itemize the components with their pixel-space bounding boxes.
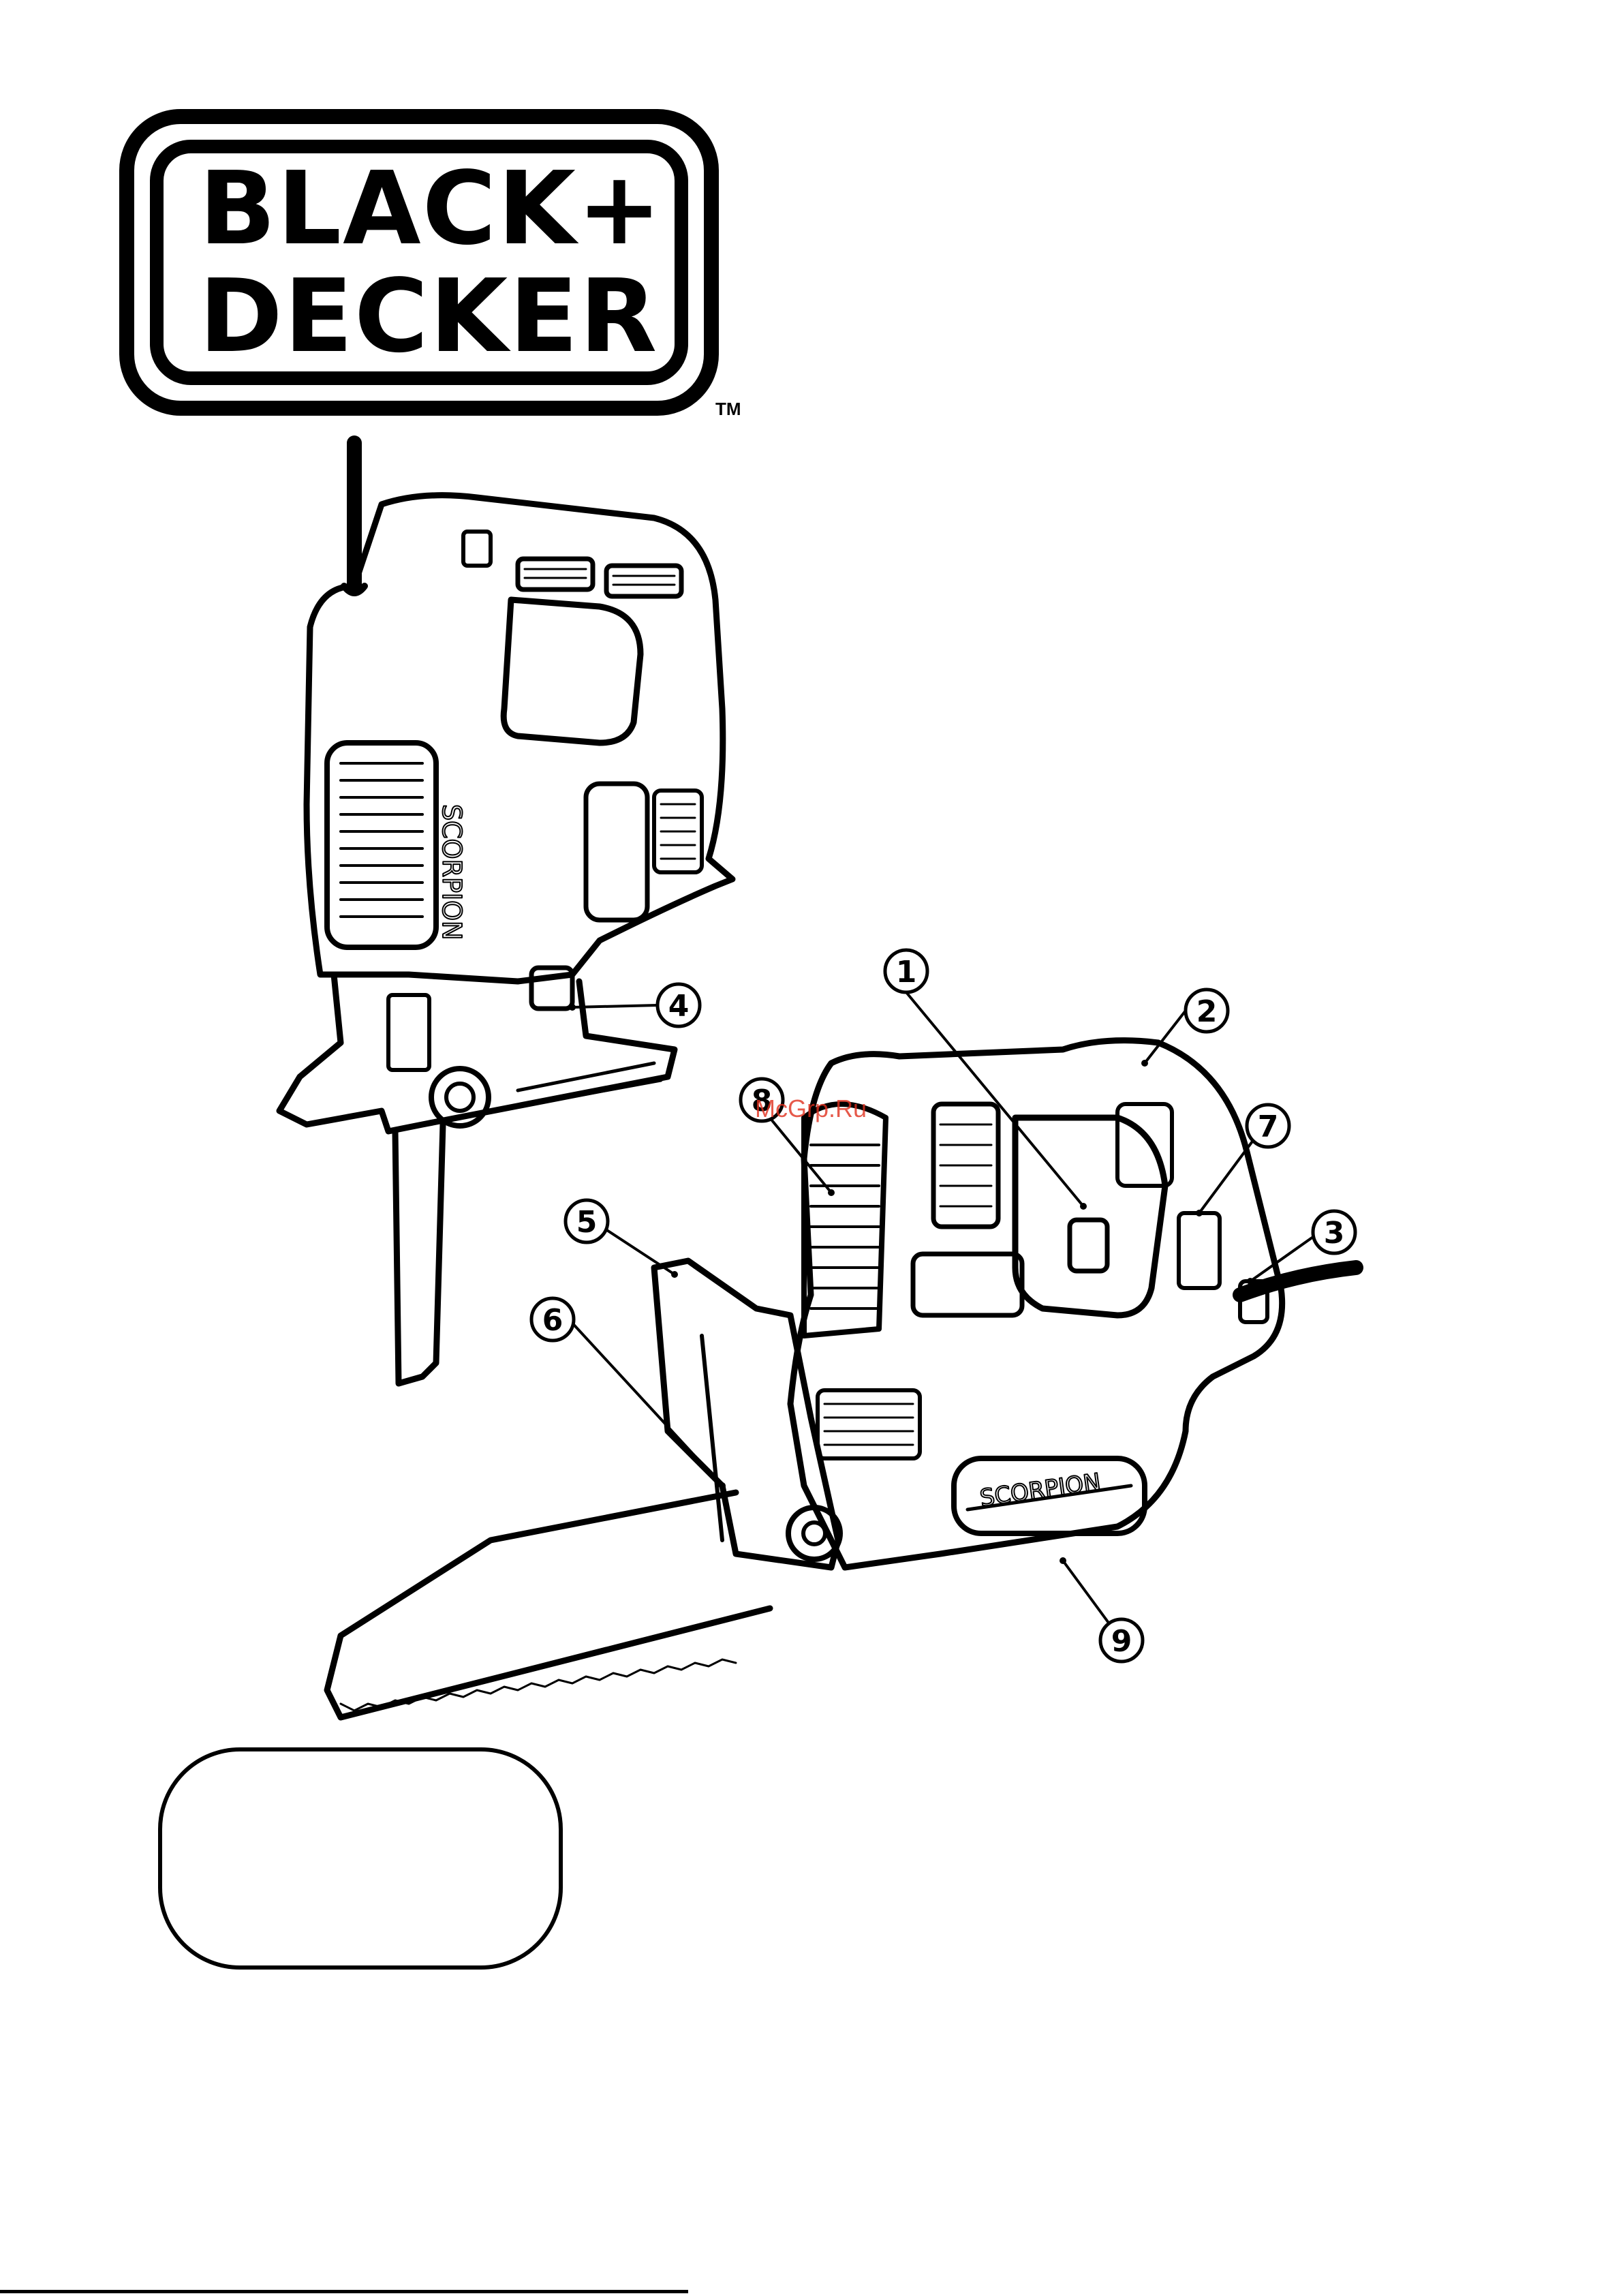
jigsaw-drawing [279, 443, 732, 1383]
callout-5-label: 5 [576, 1205, 598, 1240]
blank-label-box [158, 1747, 563, 1970]
callout-3-label: 3 [1324, 1216, 1345, 1251]
callout-2-label: 2 [1196, 994, 1218, 1029]
callout-7-label: 7 [1258, 1109, 1279, 1144]
callout-3: 3 [1313, 1211, 1355, 1253]
callout-4: 4 [658, 984, 700, 1026]
callout-1: 1 [885, 950, 927, 992]
callout-6-label: 6 [542, 1303, 563, 1338]
callout-4-label: 4 [668, 989, 690, 1024]
callout-7: 7 [1247, 1105, 1289, 1147]
callout-2: 2 [1186, 990, 1228, 1032]
callout-1-label: 1 [896, 955, 917, 990]
recip-saw-scorpion-lettering: SCORPION [978, 1468, 1102, 1512]
callout-5: 5 [566, 1200, 608, 1242]
reciprocating-saw-drawing [327, 1041, 1356, 1717]
watermark-text: McGrp.Ru [755, 1095, 867, 1123]
callout-6: 6 [531, 1298, 574, 1341]
callout-9-label: 9 [1111, 1624, 1132, 1659]
footer-rule [0, 2290, 688, 2293]
callout-9: 9 [1100, 1619, 1143, 1662]
jigsaw-scorpion-lettering: SCORPION [437, 804, 467, 940]
